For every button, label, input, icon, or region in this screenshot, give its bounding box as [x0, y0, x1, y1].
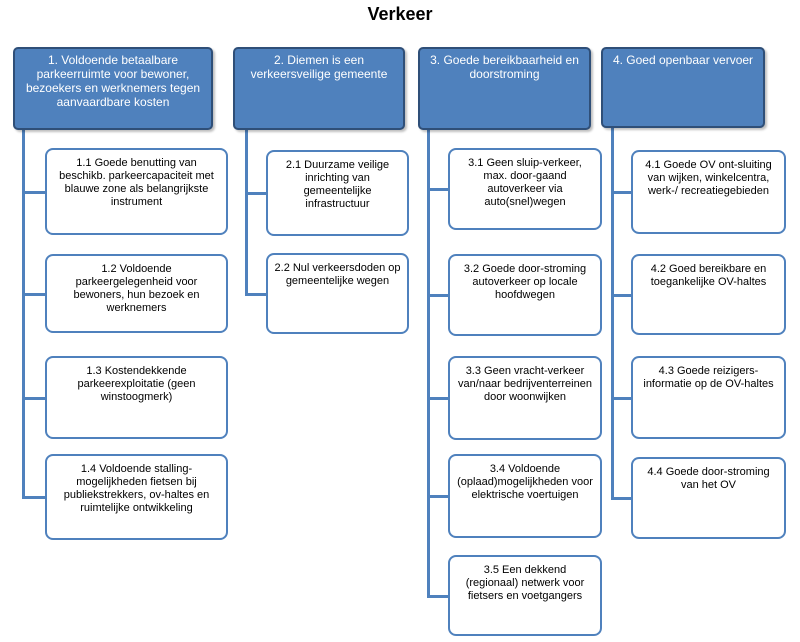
- goal-heading-1: 1. Voldoende betaalbare parkeerruimte vo…: [13, 47, 213, 130]
- connector-line: [22, 396, 45, 400]
- subgoal-3-4: 3.4 Voldoende (oplaad)mogelijkheden voor…: [448, 454, 602, 538]
- connector-line: [427, 594, 448, 598]
- subgoal-2-1: 2.1 Duurzame veilige inrichting van geme…: [266, 150, 409, 236]
- connector-line: [611, 396, 631, 400]
- subgoal-1-4: 1.4 Voldoende stalling-mogelijkheden fie…: [45, 454, 228, 540]
- goal-heading-2: 2. Diemen is een verkeersveilige gemeent…: [233, 47, 405, 130]
- connector-line: [611, 293, 631, 297]
- subgoal-1-3: 1.3 Kostendekkende parkeerexploitatie (g…: [45, 356, 228, 439]
- subgoal-3-1: 3.1 Geen sluip-verkeer, max. door-gaand …: [448, 148, 602, 230]
- connector-line: [427, 188, 448, 191]
- subgoal-4-1: 4.1 Goede OV ont-sluiting van wijken, wi…: [631, 150, 786, 234]
- page-title: Verkeer: [367, 4, 433, 24]
- connector-line: [427, 495, 448, 498]
- subgoal-3-3: 3.3 Geen vracht-verkeer van/naar bedrijv…: [448, 356, 602, 440]
- subgoal-3-5: 3.5 Een dekkend (regionaal) netwerk voor…: [448, 555, 602, 636]
- goal-heading-3: 3. Goede bereikbaarheid en doorstroming: [418, 47, 591, 130]
- connector-line: [22, 292, 45, 296]
- connector-line: [22, 130, 25, 499]
- connector-line: [22, 190, 45, 194]
- connector-line: [611, 497, 631, 500]
- connector-line: [22, 496, 45, 499]
- connector-line: [611, 128, 614, 500]
- connector-line: [427, 397, 448, 400]
- connector-line: [611, 191, 631, 194]
- subgoal-4-3: 4.3 Goede reizigers-informatie op de OV-…: [631, 356, 786, 439]
- subgoal-1-2: 1.2 Voldoende parkeergelegenheid voor be…: [45, 254, 228, 333]
- connector-line: [245, 192, 266, 195]
- subgoal-4-2: 4.2 Goed bereikbare en toegankelijke OV-…: [631, 254, 786, 335]
- goal-heading-4: 4. Goed openbaar vervoer: [601, 47, 765, 128]
- connector-line: [245, 292, 266, 296]
- connector-line: [245, 130, 248, 296]
- subgoal-2-2: 2.2 Nul verkeersdoden op gemeentelijke w…: [266, 253, 409, 334]
- connector-line: [427, 130, 430, 598]
- subgoal-3-2: 3.2 Goede door-stroming autoverkeer op l…: [448, 254, 602, 336]
- subgoal-4-4: 4.4 Goede door-stroming van het OV: [631, 457, 786, 539]
- connector-line: [427, 294, 448, 297]
- subgoal-1-1: 1.1 Goede benutting van beschikb. parkee…: [45, 148, 228, 235]
